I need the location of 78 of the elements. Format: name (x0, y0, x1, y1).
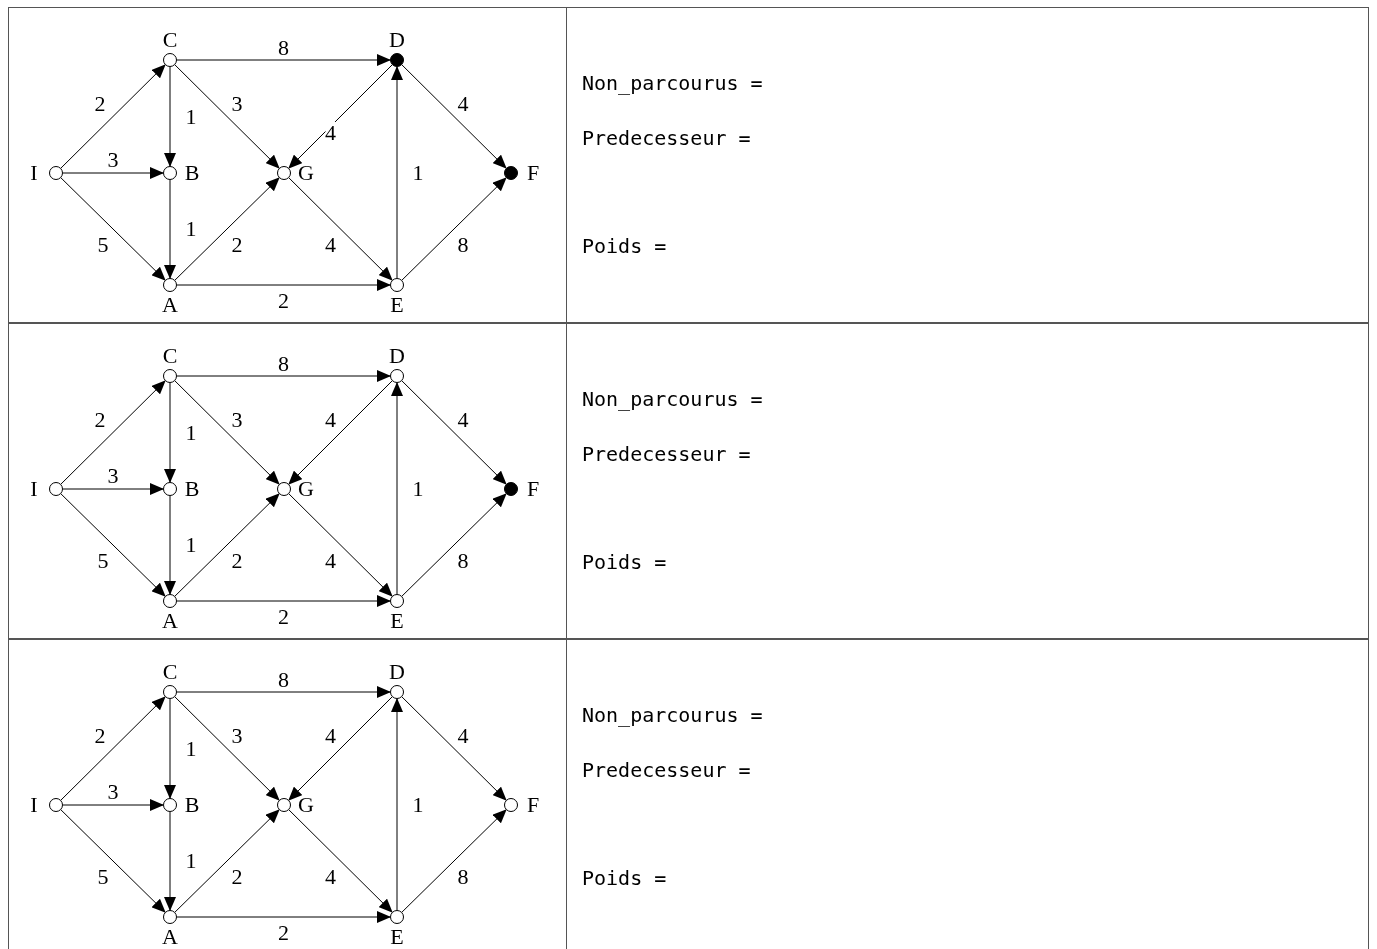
arrow (401, 696, 507, 801)
filled-vertex (504, 482, 518, 496)
arrow (164, 495, 176, 595)
vertex-label: I (30, 794, 38, 816)
arrow (176, 686, 391, 698)
vertex-label: B (184, 794, 200, 816)
arrow (391, 698, 403, 911)
arrow (60, 64, 166, 169)
vertex-label: C (162, 29, 178, 51)
vertex-label: D (389, 345, 405, 367)
arrow (288, 493, 393, 597)
arrow (174, 809, 280, 913)
arrow (391, 382, 403, 595)
arrow (164, 179, 176, 279)
field-label: Poids = (582, 868, 667, 888)
arrow (391, 66, 403, 279)
arrow (176, 54, 391, 66)
vertex-label: E (390, 294, 404, 316)
vertex-label: D (389, 661, 405, 683)
arrow (401, 809, 507, 913)
arrow (60, 809, 166, 913)
field-label: Non_parcourus = (582, 73, 763, 93)
arrow (288, 64, 393, 169)
vertex-label: C (162, 345, 178, 367)
vertex-label: B (184, 478, 200, 500)
arrow (176, 595, 391, 607)
arrow (401, 493, 507, 597)
vertex-label: A (162, 926, 178, 948)
vertex-label: B (184, 162, 200, 184)
vertex-label: F (526, 794, 540, 816)
vertex-label: I (30, 478, 38, 500)
arrow (174, 493, 280, 597)
vertex-label: I (30, 162, 38, 184)
vertex-label: G (298, 478, 314, 500)
vertex-label: F (526, 162, 540, 184)
field-label: Non_parcourus = (582, 705, 763, 725)
field-label: Predecesseur = (582, 444, 751, 464)
arrow (164, 66, 176, 167)
arrow (60, 696, 166, 801)
arrow (401, 64, 507, 169)
field-label: Non_parcourus = (582, 389, 763, 409)
vertex-label: E (390, 610, 404, 632)
arrow (401, 380, 507, 485)
vertex-label: A (162, 294, 178, 316)
vertex-label: C (162, 661, 178, 683)
arrow (164, 811, 176, 911)
arrow (288, 380, 393, 485)
field-label: Poids = (582, 552, 667, 572)
vertex-label: G (298, 794, 314, 816)
arrow (288, 177, 393, 281)
arrow (174, 696, 280, 801)
filled-vertex (504, 166, 518, 180)
field-label: Poids = (582, 236, 667, 256)
field-label: Predecesseur = (582, 128, 751, 148)
arrow (288, 696, 393, 801)
arrow (62, 167, 164, 179)
arrow (174, 380, 280, 485)
field-label: Predecesseur = (582, 760, 751, 780)
arrow (174, 64, 280, 169)
arrow (401, 177, 507, 281)
arrow (62, 483, 164, 495)
vertex-label: D (389, 29, 405, 51)
arrow (176, 370, 391, 382)
arrow (288, 809, 393, 913)
arrow (60, 177, 166, 281)
arrow (60, 493, 166, 597)
vertex-label: E (390, 926, 404, 948)
arrow (176, 279, 391, 291)
arrow (60, 380, 166, 485)
arrow (174, 177, 280, 281)
arrow (62, 799, 164, 811)
arrow (164, 382, 176, 483)
arrow (176, 911, 391, 923)
vertex-label: F (526, 478, 540, 500)
vertex-label: A (162, 610, 178, 632)
filled-vertex (390, 53, 404, 67)
arrow (164, 698, 176, 799)
vertex-label: G (298, 162, 314, 184)
